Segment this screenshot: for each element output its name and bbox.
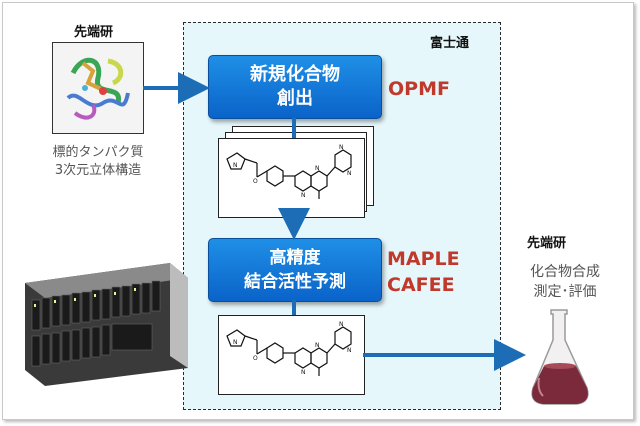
right-group-caption: 化合物合成 測定･評価: [500, 262, 630, 302]
server-rack-image: [20, 258, 190, 388]
molecule-structure-2: N O N N N N: [226, 321, 352, 376]
opmf-label: OPMF: [388, 78, 450, 100]
flask-image: [525, 308, 595, 408]
svg-text:O: O: [253, 355, 258, 362]
svg-text:N: N: [347, 170, 352, 177]
left-caption-line1: 標的タンパク質: [52, 145, 144, 160]
step1-line2: 創出: [277, 88, 313, 109]
svg-text:N: N: [233, 339, 238, 346]
maple-cafee-label: MAPLE CAFEE: [387, 246, 460, 298]
figure-frame: [2, 2, 634, 420]
svg-text:N: N: [339, 321, 344, 328]
svg-text:N: N: [315, 342, 320, 349]
result-molecule-card: N O N N N N: [218, 315, 365, 395]
molecule-card-front: N O N N N N: [218, 138, 365, 218]
step1-box: 新規化合物 創出: [208, 55, 382, 119]
right-caption-line2: 測定･評価: [533, 284, 597, 300]
svg-text:N: N: [347, 347, 352, 354]
maple-label: MAPLE: [387, 248, 460, 270]
step2-line2: 結合活性予測: [244, 272, 346, 292]
left-group-title: 先端研: [74, 25, 114, 40]
svg-text:N: N: [315, 165, 320, 172]
fujitsu-zone-title: 富士通: [430, 36, 470, 51]
right-group-title: 先端研: [527, 236, 567, 251]
svg-text:N: N: [301, 192, 306, 199]
left-caption-line2: 3次元立体構造: [54, 163, 142, 178]
svg-text:N: N: [233, 162, 238, 169]
svg-text:N: N: [301, 369, 306, 376]
right-caption-line1: 化合物合成: [530, 264, 600, 280]
molecule-structure-1: N O N N N N: [226, 144, 352, 199]
svg-text:N: N: [339, 144, 344, 151]
step2-line1: 高精度: [269, 248, 321, 268]
left-group-caption: 標的タンパク質 3次元立体構造: [28, 144, 168, 180]
svg-text:O: O: [253, 178, 258, 185]
step1-line1: 新規化合物: [250, 64, 340, 85]
cafee-label: CAFEE: [387, 274, 455, 296]
step2-box: 高精度 結合活性予測: [208, 238, 382, 302]
